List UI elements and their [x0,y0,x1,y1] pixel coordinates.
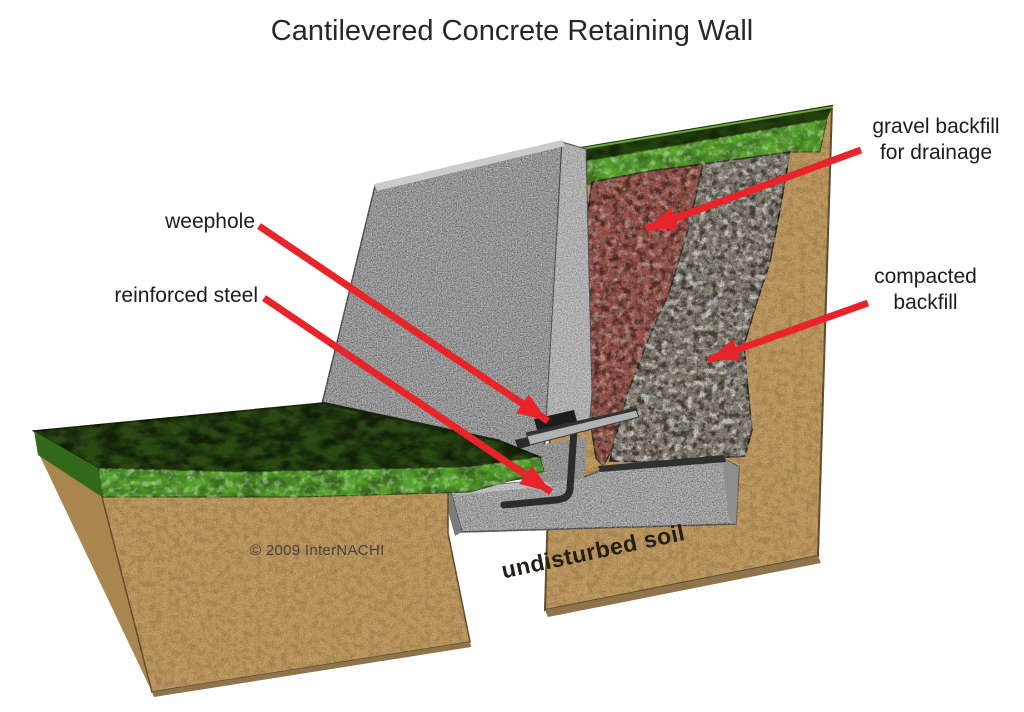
weephole-detail [515,407,640,449]
weephole-ledge-edge [525,407,638,436]
concrete-wall [321,140,593,483]
callout-arrows [257,146,870,495]
copyright-notice: © 2009 InterNACHI [250,542,385,559]
terrace-bottom-edge [152,642,471,697]
label-line: compacted [874,265,977,288]
texture-overlay [101,490,471,693]
wall-top-edge-face [374,140,565,191]
weephole-arrow [257,223,550,424]
grass-edge-highlight [555,106,834,154]
terrace-left-side-face [38,452,152,692]
weephole-opening [534,410,578,433]
terrace-grass-left-corner [34,431,102,497]
label-line: backfill [893,291,958,314]
label-line: gravel backfill [872,115,1000,138]
reinforced-steel-arrow [262,295,553,495]
label-gravel-backfill: gravel backfill for drainage [852,114,1020,166]
soil-block-bottom-edge [545,556,821,617]
weephole-shadow-notch [515,437,530,449]
footing-right-side-face [722,458,739,524]
label-compacted-backfill: compacted backfill [852,264,999,316]
grass-terrace-block [31,401,545,697]
gravel-backfill-arrow [644,146,863,233]
label-weephole: weephole [165,210,255,233]
footing-heel-shadow [598,455,726,472]
label-reinforced-steel: reinforced steel [114,284,258,307]
reinforced-steel-rebar [500,426,578,509]
page-title: Cantilevered Concrete Retaining Wall [270,15,754,47]
compacted-backfill-arrow [706,299,870,364]
label-line: for drainage [879,141,993,164]
